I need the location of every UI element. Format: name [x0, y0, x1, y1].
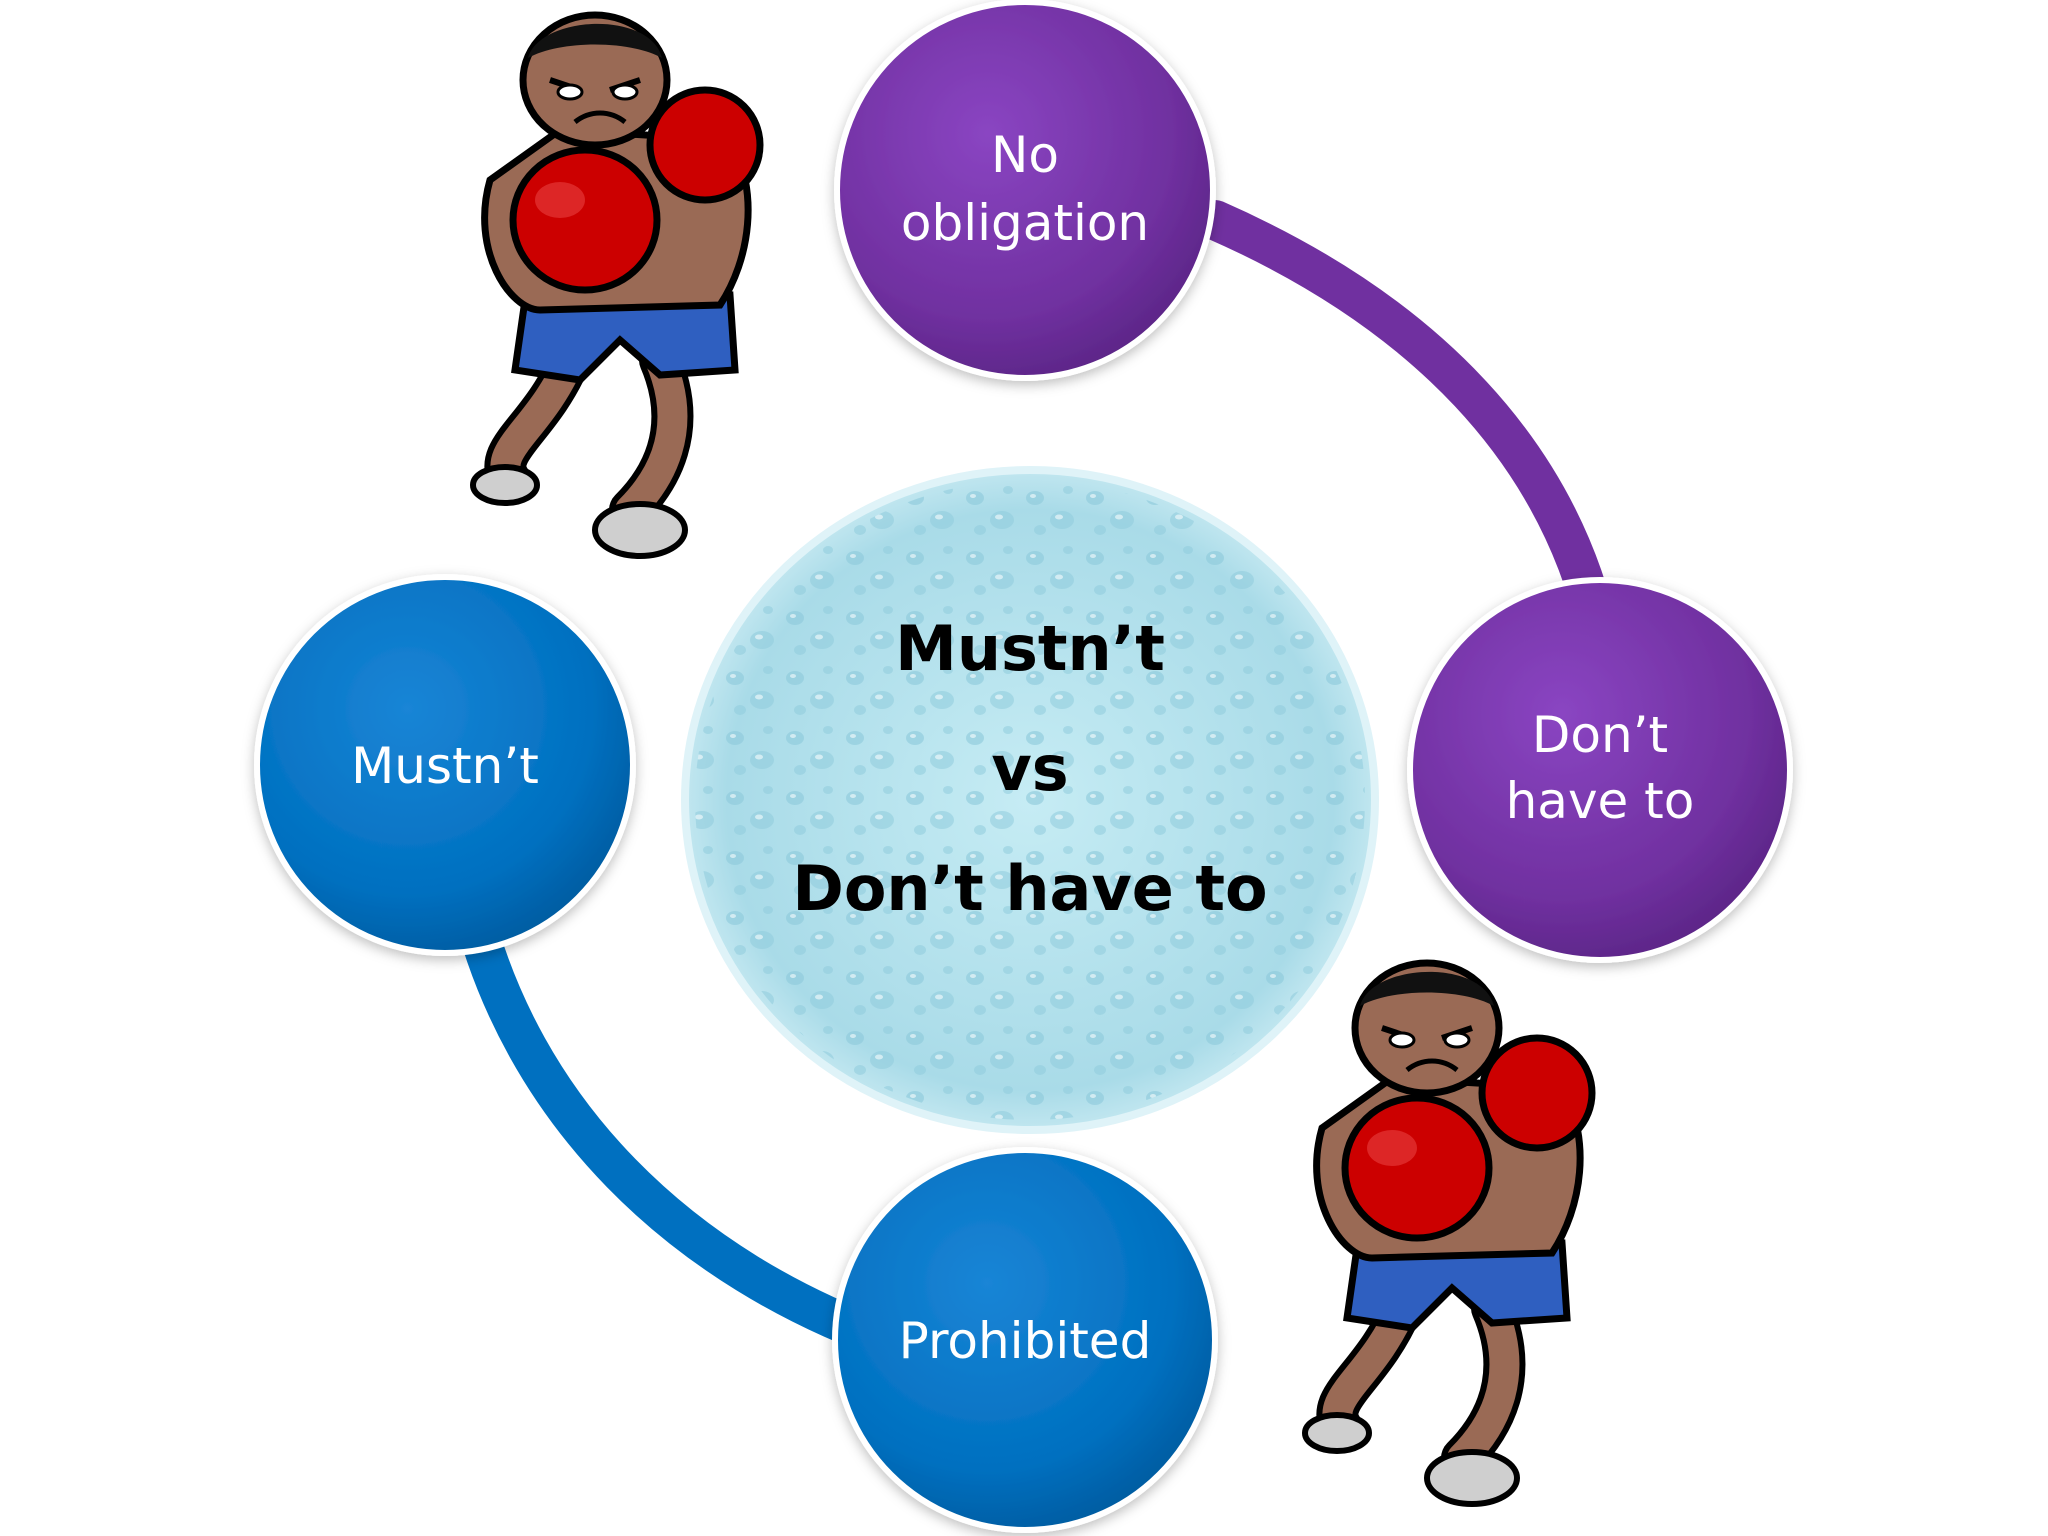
node-prohibited-label: Prohibited: [899, 1312, 1152, 1370]
node-no-obligation-line1: No: [991, 126, 1059, 184]
purple-connector-arc: [1195, 200, 1620, 660]
node-no-obligation-line2: obligation: [901, 194, 1149, 252]
boxer-top-left-icon: [470, 11, 764, 559]
node-dont-have-to: Don’t have to: [1407, 577, 1793, 963]
node-dont-have-to-line2: have to: [1506, 772, 1695, 830]
center-circle: [681, 466, 1379, 1134]
node-no-obligation: No obligation: [834, 0, 1216, 381]
node-prohibited: Prohibited: [832, 1147, 1218, 1533]
node-dont-have-to-line1: Don’t: [1532, 706, 1668, 764]
node-mustnt-label: Mustn’t: [351, 737, 539, 795]
center-title-line1: Mustn’t: [895, 612, 1165, 685]
center-title-line3: Don’t have to: [792, 852, 1267, 925]
boxer-bottom-right-icon: [1302, 959, 1596, 1507]
blue-connector-arc: [450, 880, 920, 1365]
center-title-line2: vs: [991, 732, 1068, 805]
node-mustnt: Mustn’t: [254, 574, 636, 956]
